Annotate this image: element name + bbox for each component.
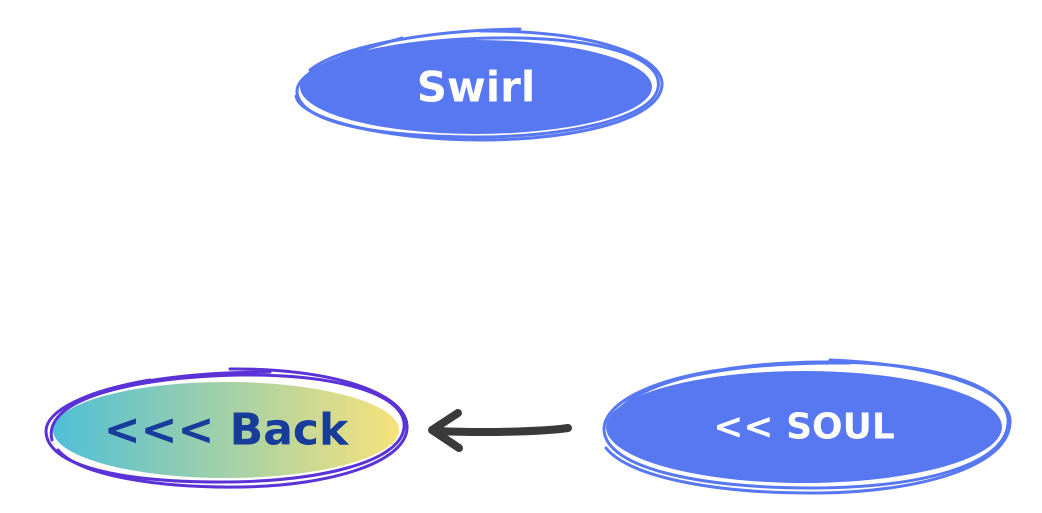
swirl-node-shape bbox=[300, 40, 652, 134]
arrow-head bbox=[428, 409, 463, 452]
swirl-node-outline bbox=[294, 27, 664, 142]
swirl-node-label: Swirl bbox=[417, 63, 536, 112]
back-node-outline bbox=[44, 367, 409, 489]
back-node[interactable]: <<< Back bbox=[44, 367, 409, 489]
soul-to-back-arrow bbox=[428, 409, 572, 452]
soul-node[interactable]: << SOUL bbox=[602, 358, 1012, 495]
soul-node-shape bbox=[606, 371, 1002, 483]
back-node-shape bbox=[53, 382, 399, 478]
soul-node-outline bbox=[602, 358, 1012, 495]
back-node-label: <<< Back bbox=[104, 405, 350, 456]
soul-node-label: << SOUL bbox=[713, 407, 895, 448]
arrow-shaft bbox=[434, 424, 572, 436]
swirl-node[interactable]: Swirl bbox=[294, 27, 664, 142]
